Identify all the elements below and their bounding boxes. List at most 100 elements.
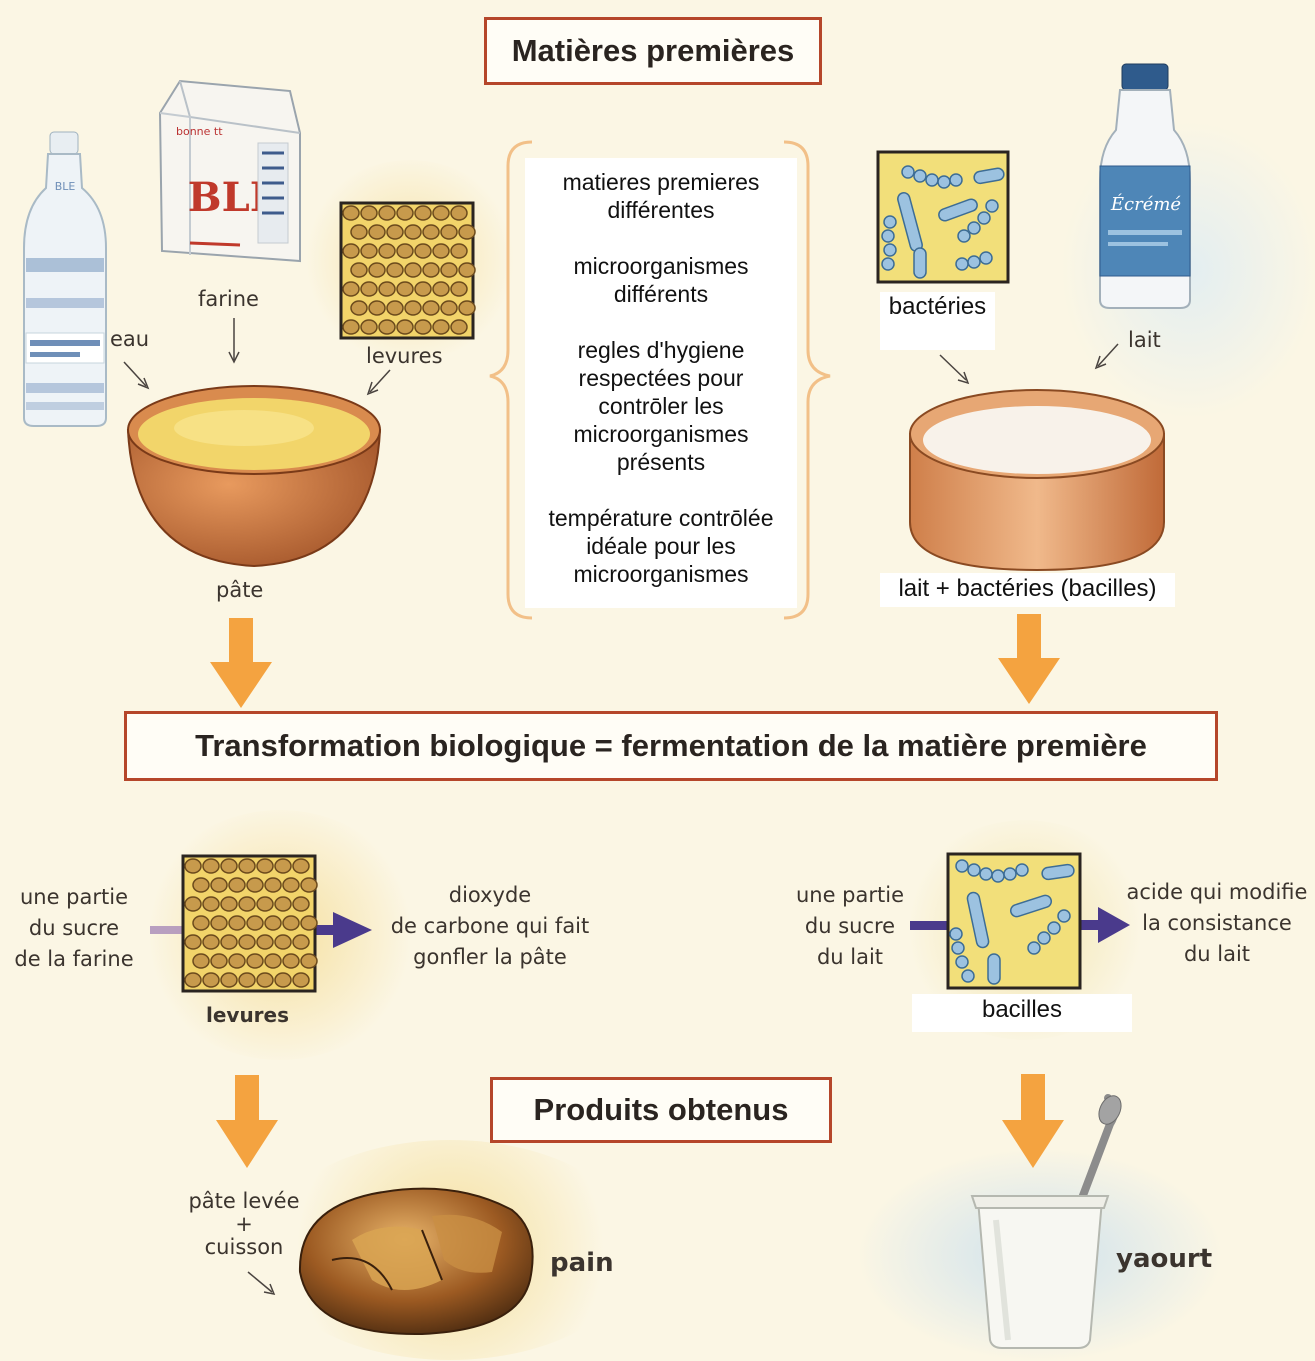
label-levures: levures [366, 344, 443, 368]
label-pate: pâte [216, 578, 264, 602]
yeast-cell [292, 896, 310, 912]
yeast-cell [414, 281, 432, 297]
yeast-cell [238, 896, 256, 912]
yeast-cell [246, 877, 264, 893]
arrow-milk-down [998, 614, 1060, 704]
yeast-cell [220, 934, 238, 950]
yeast-cell [440, 262, 458, 278]
label-bacteries: bactéries [880, 292, 995, 350]
bacteria-square-bottom [946, 852, 1082, 990]
yeast-cell [450, 205, 468, 221]
yeast-cell [378, 243, 396, 259]
yeast-cell [368, 300, 386, 316]
svg-text:bonne tt: bonne tt [176, 125, 223, 138]
yeast-cell [192, 915, 210, 931]
yeast-cell [440, 224, 458, 240]
yeast-cell [220, 896, 238, 912]
yeast-cell [184, 858, 202, 874]
yeast-cell [228, 915, 246, 931]
yeast-cell [184, 896, 202, 912]
yeast-cell [274, 858, 292, 874]
note-temperature: température contrōlée idéale pour les mi… [548, 505, 774, 587]
yeast-cell [184, 934, 202, 950]
ferment-right-input: une partie du sucre du lait [795, 883, 905, 969]
ferment-right-output: acide qui modifie la consistance du lait [1126, 880, 1308, 966]
yeast-cell [360, 243, 378, 259]
yeast-cell [220, 972, 238, 988]
ferment-right-organism: bacilles [912, 994, 1132, 1032]
yeast-cell [274, 972, 292, 988]
yeast-cell [256, 896, 274, 912]
yeast-cell [274, 896, 292, 912]
yeast-square-top [339, 201, 476, 340]
yeast-cell [350, 262, 368, 278]
yeast-cell [414, 319, 432, 335]
yeast-cell [368, 224, 386, 240]
yeast-cell [422, 300, 440, 316]
product-pain: pain [550, 1248, 614, 1278]
mixing-bowl-icon [126, 385, 382, 568]
yeast-cell [246, 953, 264, 969]
yeast-cell [378, 281, 396, 297]
note-microorganisms: microorganismes différents [573, 253, 749, 307]
ferment-left-input: une partie du sucre de la farine [14, 885, 134, 971]
yeast-cell [404, 262, 422, 278]
yeast-cell [450, 319, 468, 335]
label-milk-mix: lait + bactéries (bacilles) [880, 573, 1175, 607]
label-eau: eau [110, 327, 150, 351]
yeast-cell [386, 224, 404, 240]
arrow-yeast-down [216, 1075, 278, 1168]
yeast-cell [414, 205, 432, 221]
arrow-bacilli-down [1002, 1074, 1064, 1168]
yeast-cell [450, 281, 468, 297]
yeast-cell [404, 300, 422, 316]
label-farine: farine [198, 287, 259, 311]
yeast-cell [184, 972, 202, 988]
yeast-cell [300, 953, 318, 969]
bacteria-square-top [876, 150, 1010, 284]
curly-bracket-left [489, 140, 533, 620]
yeast-cell [228, 953, 246, 969]
raw-materials-title: Matières premières [484, 17, 822, 85]
product-yaourt: yaourt [1116, 1244, 1213, 1274]
yeast-cell [220, 858, 238, 874]
curly-bracket-right [783, 140, 831, 620]
yeast-cell [458, 224, 476, 240]
label-lait: lait [1128, 328, 1161, 352]
yeast-cell [396, 319, 414, 335]
yeast-cell [256, 934, 274, 950]
yeast-cell [386, 300, 404, 316]
yeast-cell [342, 319, 360, 335]
transformation-title: Transformation biologique = fermentation… [124, 711, 1218, 781]
yeast-cell [264, 915, 282, 931]
bottle-letters: BLE [55, 180, 76, 193]
yeast-cell [264, 877, 282, 893]
yeast-cell [202, 934, 220, 950]
yeast-cell [202, 896, 220, 912]
yeast-cell [342, 243, 360, 259]
yeast-cell [282, 915, 300, 931]
yeast-cell [238, 934, 256, 950]
yeast-cell [256, 858, 274, 874]
yeast-square-bottom [181, 854, 318, 993]
yeast-cell [450, 243, 468, 259]
milk-bottle-text: Écrémé [1110, 192, 1182, 215]
conditions-notes: matieres premieres différentes microorga… [525, 158, 797, 608]
yeast-cell [292, 972, 310, 988]
note-hygiene: regles d'hygiene respectées pour contrōl… [573, 337, 749, 475]
yeast-cell [432, 319, 450, 335]
milk-bottle-icon: Écrémé [1099, 63, 1191, 309]
yeast-cell [238, 858, 256, 874]
yeast-cell [210, 877, 228, 893]
ferment-left-output: dioxyde de carbone qui fait gonfler la p… [390, 883, 590, 969]
yogurt-icon [970, 1094, 1122, 1349]
yeast-cell [432, 205, 450, 221]
yeast-cell [292, 934, 310, 950]
yeast-cell [368, 262, 386, 278]
water-bottle-icon: BLE [23, 131, 107, 427]
yeast-cell [282, 877, 300, 893]
yeast-cell [342, 205, 360, 221]
